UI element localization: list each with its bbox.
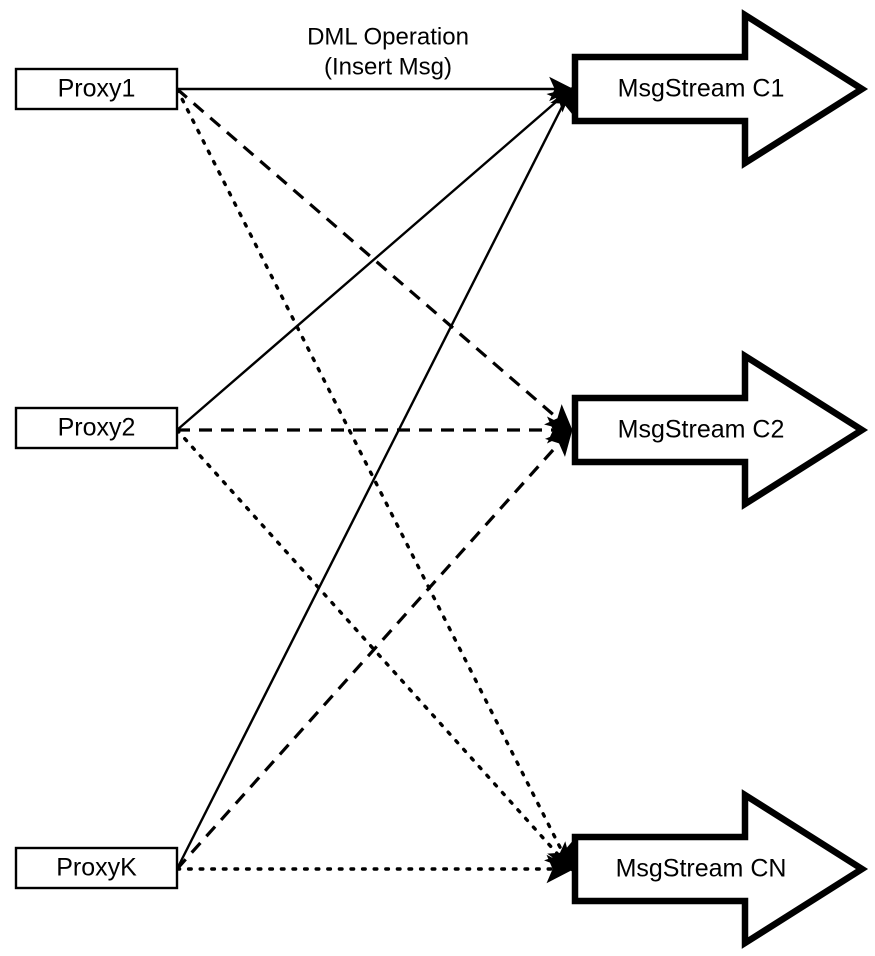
stream-layer: MsgStream C1 MsgStream C2 MsgStream CN: [571, 9, 869, 949]
edge-proxyk-to-stream_c1[interactable]: [175, 86, 573, 870]
proxy-box: [14, 846, 179, 890]
edge-caption-line-1: DML Operation: [307, 23, 469, 50]
msgstream-label: MsgStream C1: [618, 75, 785, 103]
proxy-label: Proxy1: [58, 75, 136, 103]
msgstream-label: MsgStream C2: [618, 416, 785, 444]
proxy-node-proxyk[interactable]: ProxyK: [14, 846, 179, 890]
proxy-node-proxy2[interactable]: Proxy2: [14, 406, 179, 450]
block-arrow-shape: [571, 9, 869, 169]
msgstream-label: MsgStream CN: [616, 855, 787, 883]
proxy-label: Proxy2: [58, 414, 136, 442]
msgstream-node-stream_c1[interactable]: MsgStream C1: [571, 9, 869, 169]
edge-proxyk-to-stream_c2[interactable]: [175, 427, 573, 871]
proxy-node-proxy1[interactable]: Proxy1: [14, 67, 179, 111]
proxy-box: [14, 67, 179, 111]
block-arrow-shape: [571, 789, 869, 949]
proxy-label: ProxyK: [56, 854, 137, 882]
edge-caption: DML Operation (Insert Msg): [307, 23, 469, 80]
msgstream-node-stream_cn[interactable]: MsgStream CN: [571, 789, 869, 949]
proxy-box: [14, 406, 179, 450]
msgstream-node-stream_c2[interactable]: MsgStream C2: [571, 350, 869, 510]
edge-caption-line-2: (Insert Msg): [324, 53, 452, 80]
edge-layer: [175, 76, 575, 884]
edge-proxy2-to-stream_c1[interactable]: [176, 87, 573, 431]
block-arrow-shape: [571, 350, 869, 510]
